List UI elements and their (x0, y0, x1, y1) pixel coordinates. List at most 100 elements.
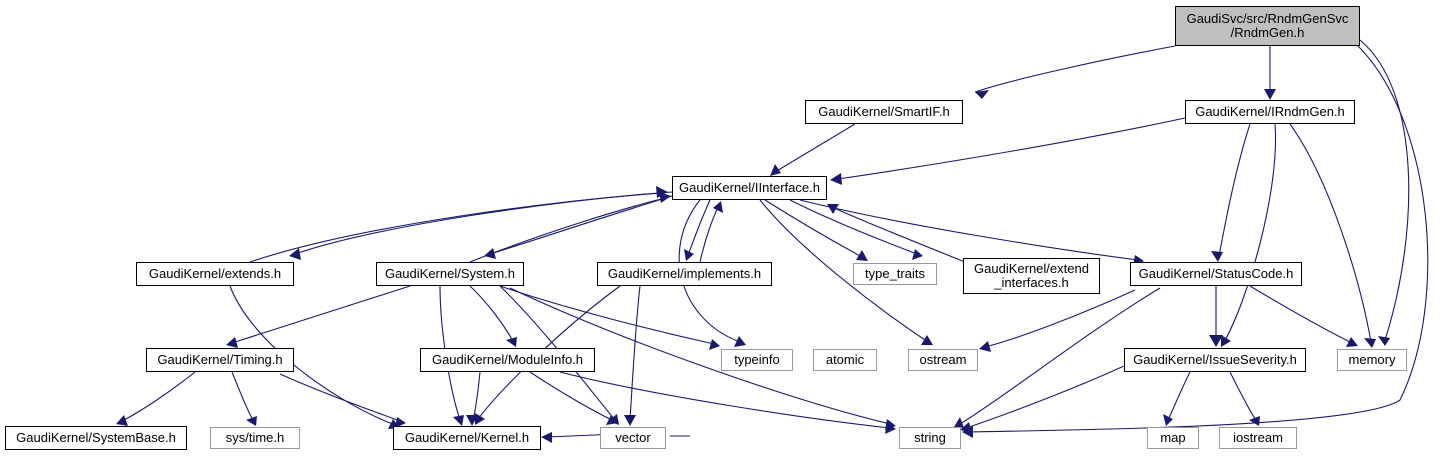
graph-edge-rndmgen-to-irndmgen (1264, 46, 1276, 100)
graph-edge-system-to-typeinfo (499, 285, 720, 350)
graph-edge-moduleinfo-to-vector (529, 371, 618, 425)
graph-edge-arrowhead (960, 422, 972, 433)
graph-edge-arrowhead (912, 249, 923, 260)
graph-edge-arrowhead (116, 415, 128, 426)
graph-edge-arrowhead (289, 248, 301, 260)
graph-node-map[interactable]: map (1147, 427, 1199, 449)
graph-edge-extends-to-iinterface (249, 186, 668, 263)
graph-edge-arrowhead (975, 90, 989, 99)
graph-node-extend_if[interactable]: GaudiKernel/extend _interfaces.h (963, 258, 1100, 294)
graph-node-label: GaudiKernel/SystemBase.h (16, 429, 176, 445)
graph-node-label: GaudiKernel/ModuleInfo.h (431, 351, 584, 367)
graph-edge-arrowhead (1221, 335, 1231, 347)
graph-edge-implements-to-vector (624, 285, 641, 426)
graph-node-rndmgen[interactable]: GaudiSvc/src/RndmGenSvc /RndmGen.h (1175, 6, 1360, 46)
graph-node-label: sys/time.h (225, 429, 285, 445)
graph-node-smartif[interactable]: GaudiKernel/SmartIF.h (805, 100, 963, 124)
graph-edge-rndmgen-to-smartif (974, 45, 1176, 99)
graph-edge-arrowhead (624, 415, 636, 426)
graph-edge-implements-to-iinterface (699, 201, 723, 263)
graph-edge-arrowhead (475, 413, 485, 425)
graph-edge-arrowhead (1264, 89, 1276, 100)
graph-edge-arrowhead (684, 249, 694, 261)
graph-edge-statuscode-to-ostream (979, 289, 1136, 352)
graph-edge-arrowhead (709, 339, 720, 350)
graph-node-kernel[interactable]: GaudiKernel/Kernel.h (393, 426, 541, 450)
graph-edge-arrowhead (734, 336, 746, 347)
graph-edge-arrowhead (659, 192, 671, 203)
graph-node-label: GaudiKernel/Kernel.h (404, 429, 530, 445)
graph-edge-statuscode-to-issueseverity (1209, 286, 1223, 347)
graph-node-iinterface[interactable]: GaudiKernel/IInterface.h (672, 176, 827, 200)
graph-node-system[interactable]: GaudiKernel/System.h (376, 262, 524, 286)
graph-edge-iinterface-to-extend_if (789, 199, 923, 260)
graph-node-implements[interactable]: GaudiKernel/implements.h (597, 262, 772, 286)
graph-node-label: GaudiKernel/IssueSeverity.h (1133, 351, 1297, 367)
graph-edge-arrowhead (1364, 338, 1376, 348)
graph-node-label: GaudiSvc/src/RndmGenSvc /RndmGen.h (1186, 10, 1349, 40)
graph-node-issueseverity[interactable]: GaudiKernel/IssueSeverity.h (1124, 348, 1306, 372)
graph-node-extends[interactable]: GaudiKernel/extends.h (136, 262, 294, 286)
graph-node-label: ostream (919, 351, 967, 367)
graph-node-label: map (1160, 429, 1186, 445)
graph-edge-arrowhead (246, 416, 257, 426)
graph-node-label: GaudiKernel/extends.h (148, 265, 282, 281)
graph-node-atomic[interactable]: atomic (813, 349, 877, 371)
graph-edge-iinterface-to-extends (289, 191, 673, 260)
graph-edge-arrowhead (656, 186, 668, 198)
graph-edge-iinterface-to-statuscode (799, 199, 1144, 266)
graph-node-iostream[interactable]: iostream (1219, 427, 1297, 449)
graph-edge-statuscode-to-string (954, 287, 1161, 428)
graph-edge-arrowhead (856, 250, 868, 261)
graph-edge-timing-to-systime (231, 371, 257, 426)
graph-node-memory[interactable]: memory (1337, 349, 1407, 371)
graph-edge-extend_if-to-iinterface (827, 204, 966, 263)
graph-node-systembase[interactable]: GaudiKernel/SystemBase.h (5, 426, 187, 450)
graph-edge-system-to-iinterface (469, 192, 671, 263)
graph-edge-arrowhead (484, 248, 496, 259)
graph-node-vector[interactable]: vector (600, 427, 666, 449)
graph-node-label: typeinfo (734, 351, 780, 367)
graph-node-type_traits[interactable]: type_traits (853, 263, 937, 285)
graph-node-label: memory (1348, 351, 1396, 367)
graph-node-label: GaudiKernel/implements.h (607, 265, 762, 281)
graph-edge-arrowhead (954, 417, 964, 428)
graph-edge-timing-to-kernel (279, 373, 406, 428)
graph-node-irndmgen[interactable]: GaudiKernel/IRndmGen.h (1185, 100, 1355, 124)
graph-edge-arrowhead (226, 337, 238, 348)
graph-edge-irndmgen-to-issueseverity (1221, 123, 1277, 347)
graph-node-label: GaudiKernel/Timing.h (157, 351, 283, 367)
graph-edge-irndmgen-to-memory (1289, 123, 1376, 348)
graph-node-label: string (914, 429, 946, 445)
graph-node-moduleinfo[interactable]: GaudiKernel/ModuleInfo.h (420, 348, 595, 372)
graph-edge-rndmgen-to-memory (1359, 39, 1410, 346)
graph-node-timing[interactable]: GaudiKernel/Timing.h (146, 348, 294, 372)
graph-node-statuscode[interactable]: GaudiKernel/StatusCode.h (1130, 262, 1302, 286)
graph-edge-timing-to-systembase (116, 371, 196, 426)
graph-edge-issueseverity-to-string (960, 365, 1125, 433)
graph-edge-issueseverity-to-iostream (1229, 371, 1260, 426)
graph-edge-arrowhead (979, 341, 991, 352)
graph-node-string[interactable]: string (899, 427, 961, 449)
graph-edge-arrowhead (1163, 414, 1173, 426)
graph-edge-arrowhead (1346, 337, 1358, 347)
graph-edge-irndmgen-to-iinterface (830, 117, 1186, 185)
graph-edge-arrowhead (713, 201, 723, 213)
graph-node-label: type_traits (865, 265, 925, 281)
graph-node-label: GaudiKernel/IRndmGen.h (1195, 103, 1345, 119)
graph-node-label: GaudiKernel/StatusCode.h (1138, 265, 1294, 281)
graph-node-systime[interactable]: sys/time.h (210, 427, 300, 449)
graph-node-label: GaudiKernel/SmartIF.h (818, 103, 950, 119)
graph-edge-arrowhead (830, 173, 842, 185)
graph-edge-arrowhead (1249, 416, 1260, 426)
graph-edge-system-to-moduleinfo (469, 285, 517, 347)
graph-edge-statuscode-to-memory (1249, 285, 1358, 347)
graph-edge-arrowhead (453, 415, 464, 426)
graph-node-ostream[interactable]: ostream (908, 349, 978, 371)
graph-edge-issueseverity-to-map (1163, 371, 1191, 426)
graph-edge-arrowhead (506, 337, 517, 347)
graph-edge-arrowhead (827, 204, 839, 214)
graph-node-typeinfo[interactable]: typeinfo (721, 349, 793, 371)
graph-edge-arrowhead (606, 415, 618, 425)
